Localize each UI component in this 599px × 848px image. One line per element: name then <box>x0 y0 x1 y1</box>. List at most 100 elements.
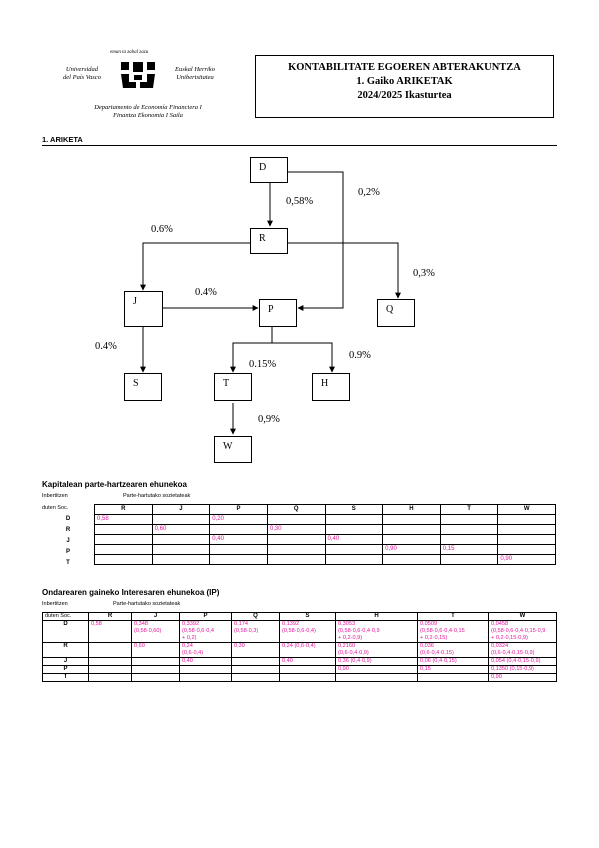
table2-cell-line: (0,58·0,6·0,4·0,9 <box>338 628 380 634</box>
table1-col-header: H <box>382 504 441 515</box>
table2-cell-line: (0,6·0,4·0,9) <box>338 650 369 656</box>
table2-cell <box>231 657 280 666</box>
table2-cell-line: (0,58·0,6·0,4 <box>182 628 215 634</box>
table1-cell <box>324 514 384 525</box>
edge-d-p <box>288 171 344 311</box>
node-j: J <box>124 291 163 327</box>
table2-cell-line <box>91 644 129 651</box>
table2-cell: 0,3392(0,58·0,6·0,4+ 0,2) <box>179 620 232 643</box>
table2-cell-line <box>134 667 177 673</box>
table2-cell-line: (0,58·0,6·0,4·0,15·0,9 <box>491 628 546 634</box>
course-title: KONTABILITATE EGOEREN ABTERAKUNTZA <box>288 62 521 73</box>
table2-cell-line <box>282 667 333 673</box>
table2-cell-line <box>338 675 415 681</box>
table2-cell-line: (0,58·0,6·0,4·0,15 <box>420 628 465 634</box>
label-d-r: 0,58% <box>286 196 314 207</box>
table1-cell <box>439 514 499 525</box>
table2-cell-line: 0,036 <box>420 643 434 650</box>
table2-cell-line: (0,58·0,60) <box>134 628 162 634</box>
table2-cell-line <box>134 659 177 665</box>
table2-cell-line <box>91 675 129 681</box>
table2-cell: 0,90 <box>488 673 557 682</box>
table2-cell: 0,06 (0,4·0,15) <box>417 657 489 666</box>
table1-cell <box>382 554 441 565</box>
table1-cell <box>382 534 441 545</box>
table1-cell <box>497 524 556 535</box>
table2-header-row: duten Soc. R J P Q S H T W <box>42 612 557 621</box>
table2-cell-line <box>91 659 129 665</box>
section-rule <box>42 145 557 146</box>
table2-row-header-2: duten Soc. <box>42 612 89 621</box>
table2-row-label: T <box>42 673 89 682</box>
label-t-w: 0,9% <box>258 414 280 425</box>
table2-cell <box>88 657 132 666</box>
table1-row-label: R <box>65 527 71 533</box>
table1-row-label: J <box>66 538 70 544</box>
table2-cell: 0,0458(0,58·0,6·0,4·0,15·0,9+ 0,2·0,15·0… <box>488 620 557 643</box>
table2-col-header: J <box>131 612 180 621</box>
table1-cell <box>497 534 556 545</box>
table1-cell: 0,60 <box>151 524 211 535</box>
table2-cell-line <box>182 675 229 681</box>
table2-cell: 0,0324(0,6·0,4·0,15·0,9) <box>488 642 557 658</box>
table2-cell: 0,15 <box>417 665 489 674</box>
table2-cell-line: 0,30 <box>234 643 245 650</box>
table2-cell <box>88 673 132 682</box>
university-name-es: Universidad del País Vasco <box>63 66 101 81</box>
table1-row-header-1: Inbertitzen <box>42 493 68 499</box>
table2-cell-line <box>91 667 129 673</box>
table2-cell-line: 0,348 <box>134 621 148 628</box>
table1-cell <box>266 534 326 545</box>
table1-cell: 0,20 <box>209 514 268 525</box>
table1-cell <box>439 524 499 535</box>
table2-cell: 0,90 <box>335 665 418 674</box>
table2-cell: 0,58 <box>88 620 132 643</box>
table2-cell: 0,036(0,6·0,4·0,15) <box>417 642 489 658</box>
table2-cell: 0,36 (0,4·0,9) <box>335 657 418 666</box>
table2-cell: 0,30 <box>231 642 280 658</box>
table1-cell <box>94 524 153 535</box>
table2-cell-line <box>234 659 277 665</box>
table1-cell <box>324 524 384 535</box>
table2-cell: 0,3053(0,58·0,6·0,4·0,9+ 0,2·0,9) <box>335 620 418 643</box>
table2-cell-line: 0,58 <box>91 621 102 628</box>
table1-cell <box>209 524 268 535</box>
label-p-t: 0.15% <box>249 359 277 370</box>
table2-cell-line: + 0,2) <box>182 635 197 641</box>
table2-cell-line: 0,15 <box>420 666 431 673</box>
table1-cell <box>151 534 211 545</box>
table1-cell <box>439 554 499 565</box>
table1-col-header: S <box>324 504 384 515</box>
table2-row-label: P <box>42 665 89 674</box>
table2-cell-line: 0,1350 (0,15·0,9) <box>491 666 534 673</box>
table2-title: Ondarearen gaineko Interesaren ehunekoa … <box>42 588 220 597</box>
table1-cell <box>94 544 153 555</box>
node-d: D <box>250 157 288 183</box>
edge-r-j <box>140 242 250 291</box>
table2-cell-line: 0,3053 <box>338 621 356 628</box>
table1-title: Kapitalean parte-hartzearen ehunekoa <box>42 480 187 489</box>
table1-cell: 0,40 <box>324 534 384 545</box>
table2-cell-line: 0,0324 <box>491 643 509 650</box>
table2-cell <box>335 673 418 682</box>
table2-cell <box>179 665 232 674</box>
table1-col-group: Parte-hartutako sozietateak <box>123 493 191 499</box>
table1-cell: 0,58 <box>94 514 153 525</box>
table2-cell <box>131 665 180 674</box>
table2-cell: 0,1350 (0,15·0,9) <box>488 665 557 674</box>
table2-cell-line <box>234 667 277 673</box>
table1-cell <box>382 514 441 525</box>
table2-cell-line: 0,90 <box>338 666 349 673</box>
table2-cell <box>131 657 180 666</box>
table2-cell: 0,40 <box>179 657 232 666</box>
table2-row-label: R <box>42 642 89 658</box>
table2-cell: 0,348(0,58·0,60) <box>131 620 180 643</box>
section-title: 1. ARIKETA <box>42 135 83 144</box>
table2-cell <box>88 642 132 658</box>
table1-row-header-2: duten Soc. <box>42 505 69 511</box>
table1-cell <box>497 544 556 555</box>
